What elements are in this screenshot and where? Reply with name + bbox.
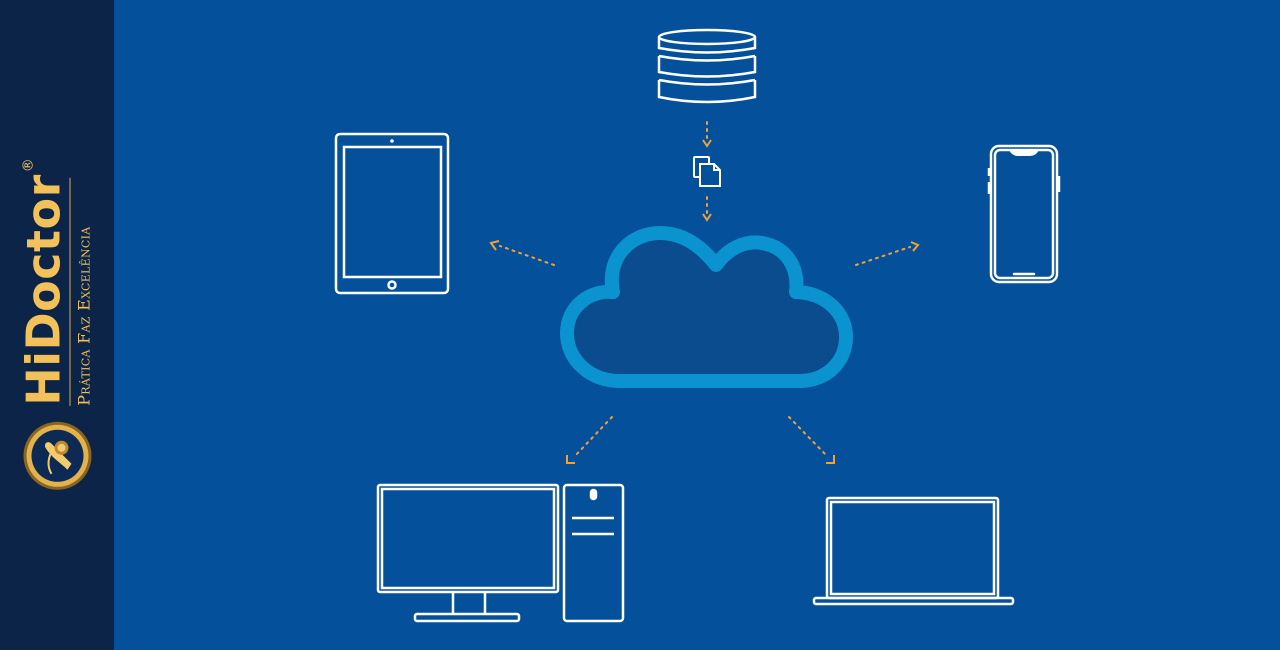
brand-sidebar: HiDoctor® Prática Faz Excelência (0, 0, 114, 650)
database-icon (657, 28, 757, 104)
connector-cloud-tablet (489, 240, 555, 266)
connector-documents-cloud (702, 196, 712, 222)
smartphone-icon (987, 144, 1061, 284)
connector-cloud-desktop (566, 416, 613, 464)
laptop-icon (812, 496, 1015, 606)
brand-logo: HiDoctor® Prática Faz Excelência (17, 158, 94, 492)
cloud-icon (560, 226, 853, 388)
desktop-computer-icon (376, 483, 625, 623)
documents-icon (693, 156, 721, 187)
connector-cloud-laptop (788, 416, 835, 464)
brand-emblem-icon (23, 421, 91, 490)
connector-cloud-smartphone (855, 241, 920, 266)
tablet-icon (334, 132, 450, 295)
connector-database-documents (702, 121, 712, 148)
